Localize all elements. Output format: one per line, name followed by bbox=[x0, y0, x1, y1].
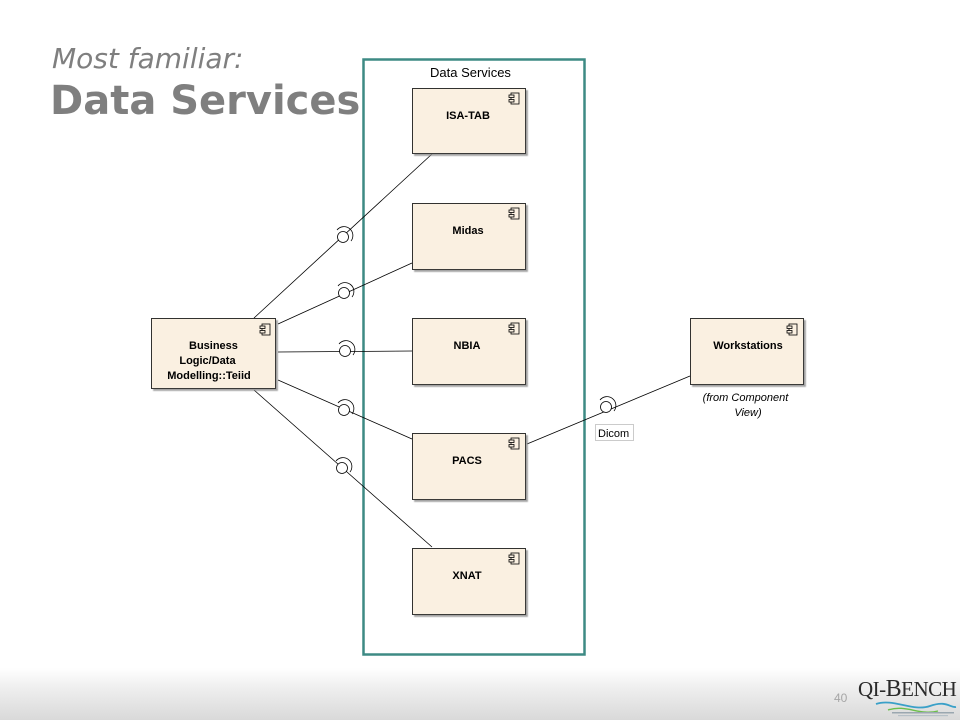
logo-wordmark: QI-BENCH bbox=[858, 676, 957, 702]
workstations-label: Workstations bbox=[713, 340, 782, 352]
interface-pacs-lollipop bbox=[337, 399, 355, 416]
interface-midas-lollipop bbox=[337, 282, 355, 299]
slide-number: 40 bbox=[834, 691, 848, 705]
data-services-package bbox=[362, 58, 586, 656]
interface-xnat-lollipop bbox=[335, 457, 353, 474]
svg-text:(from Component View): (from Component View) bbox=[703, 392, 792, 419]
package-label: Data Services bbox=[430, 65, 511, 80]
workstations-note-1: (from Component bbox=[703, 392, 790, 404]
xnat-label: XNAT bbox=[452, 570, 481, 582]
interface-dicom-lollipop bbox=[599, 396, 617, 413]
interface-nbia-lollipop bbox=[338, 340, 356, 357]
svg-text:Business Logic/Data: Business Logic/Data Modelling::Teiid bbox=[167, 340, 251, 382]
business-logic-component: Business Logic/Data Modelling::Teiid bbox=[151, 318, 276, 389]
workstations-component: Workstations (from Component View) bbox=[690, 318, 804, 419]
interface-isatab-lollipop bbox=[336, 226, 354, 243]
interface-symbols bbox=[335, 226, 617, 474]
business-line-3: Modelling::Teiid bbox=[167, 370, 251, 382]
slide-title: Data Services bbox=[50, 78, 361, 124]
xnat-component: XNAT bbox=[412, 548, 526, 615]
dicom-label: Dicom bbox=[598, 428, 629, 440]
slide-subtitle: Most familiar: bbox=[52, 42, 244, 75]
nbia-component: NBIA bbox=[412, 318, 526, 385]
dicom-interface-label: Dicom bbox=[595, 424, 634, 441]
business-line-2: Logic/Data bbox=[179, 355, 236, 367]
business-line-1: Business bbox=[189, 340, 238, 352]
qi-bench-logo: QI-BENCH bbox=[858, 674, 958, 718]
isa-tab-label: ISA-TAB bbox=[446, 110, 490, 122]
midas-label: Midas bbox=[452, 225, 483, 237]
workstations-note-2: View) bbox=[734, 407, 762, 419]
nbia-label: NBIA bbox=[454, 340, 481, 352]
footer-band bbox=[0, 668, 960, 720]
logo-swoosh-icon bbox=[875, 701, 957, 717]
pacs-label: PACS bbox=[452, 455, 482, 467]
isa-tab-component: ISA-TAB bbox=[412, 88, 526, 154]
midas-component: Midas bbox=[412, 203, 526, 270]
pacs-component: PACS bbox=[412, 433, 526, 500]
